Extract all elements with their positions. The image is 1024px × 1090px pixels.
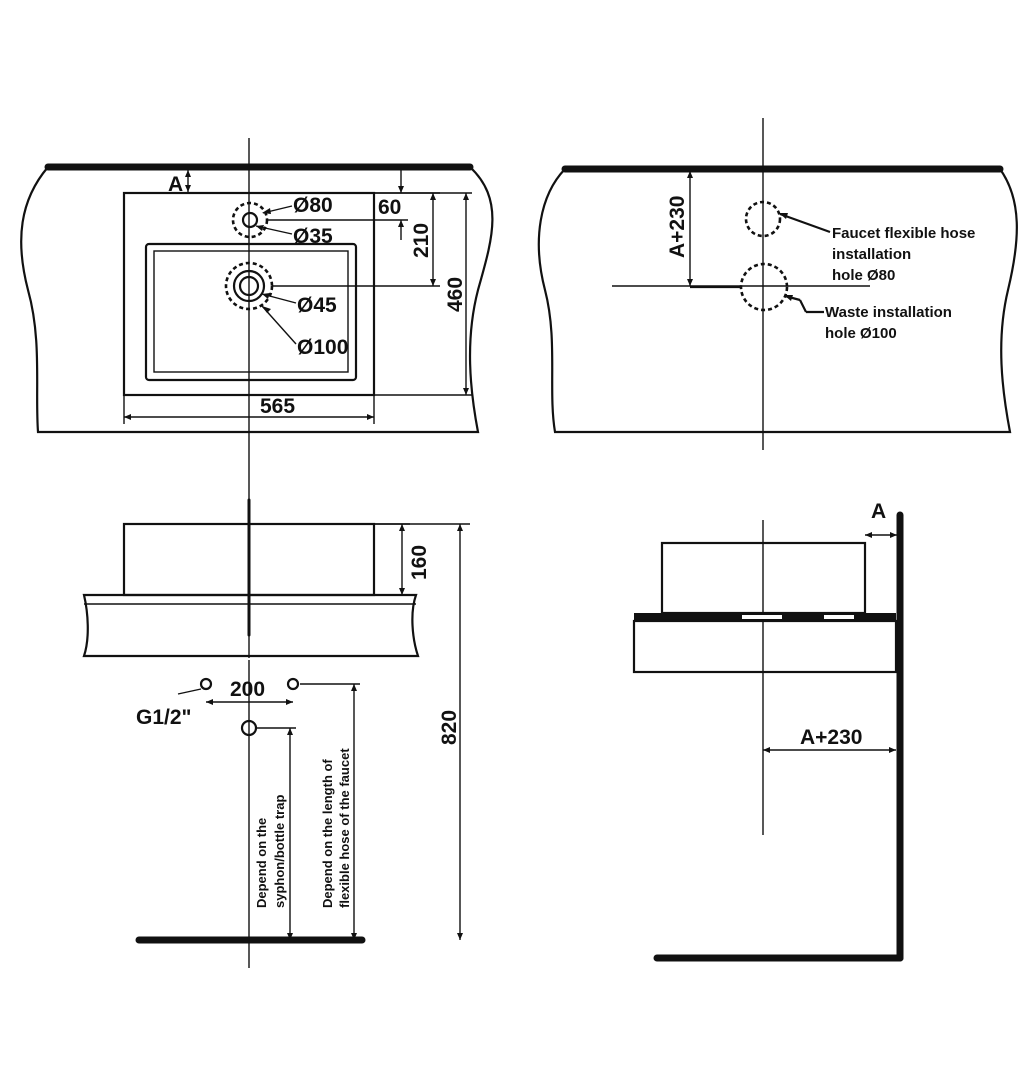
- dim-waste-inner: Ø45: [297, 294, 337, 317]
- thread-label: G1/2": [136, 706, 191, 729]
- dim-160: 160: [408, 545, 431, 580]
- dim-a-label: A: [168, 173, 183, 196]
- dim-60: 60: [378, 196, 401, 219]
- countertop-body: [632, 619, 898, 674]
- front-view: 160 820 200 G1/2" Depend on the syphon/b…: [82, 498, 470, 968]
- syphon-label-line-1: Depend on the: [254, 818, 269, 908]
- waste-hole: [739, 262, 789, 312]
- waste-label-line-2: hole Ø100: [825, 325, 897, 342]
- waste-label-line-1: Waste installation: [825, 304, 952, 321]
- countertop-outline: [20, 166, 494, 434]
- dim-460: 460: [444, 277, 467, 312]
- dim-565: 565: [260, 395, 295, 418]
- faucet-label-line-2: installation: [832, 246, 911, 263]
- top-view: A Ø80 Ø35 60 210 460 Ø45 Ø1: [20, 138, 494, 658]
- dim-210: 210: [410, 223, 433, 258]
- hose-label-line-2: flexible hose of the faucet: [337, 748, 352, 908]
- waste-hole-inner: [238, 275, 260, 297]
- faucet-hole-inner: [241, 211, 259, 229]
- water-inlet-left: [199, 677, 213, 691]
- dim-200: 200: [230, 678, 265, 701]
- waste-hole-mid: [232, 269, 266, 303]
- slot-right: [824, 615, 854, 619]
- dim-a-plus-230: A+230: [666, 196, 689, 258]
- dim-820: 820: [438, 710, 461, 745]
- water-inlet-right: [286, 677, 300, 691]
- wall-outline: [537, 168, 1018, 434]
- dim-faucet-hole: Ø80: [293, 194, 333, 217]
- wall-view: A+230 Faucet flexible hose installation …: [537, 118, 1018, 450]
- countertop-section: [82, 593, 420, 658]
- slot-left: [742, 615, 782, 619]
- dim-faucet-inner: Ø35: [293, 225, 333, 248]
- hose-label-line-1: Depend on the length of: [320, 759, 335, 908]
- faucet-hole-outer: [231, 201, 269, 239]
- syphon-label-line-2: syphon/bottle trap: [272, 795, 287, 908]
- dim-a-plus-230: A+230: [800, 726, 862, 749]
- bowl-outer: [144, 242, 358, 382]
- faucet-label-line-1: Faucet flexible hose: [832, 225, 975, 242]
- dim-a-label: A: [871, 500, 886, 523]
- side-view: A A+230: [632, 500, 904, 962]
- faucet-hose-hole: [744, 200, 782, 238]
- faucet-label-line-3: hole Ø80: [832, 267, 895, 284]
- bowl-inner: [153, 250, 349, 373]
- dim-waste-outer: Ø100: [297, 336, 348, 359]
